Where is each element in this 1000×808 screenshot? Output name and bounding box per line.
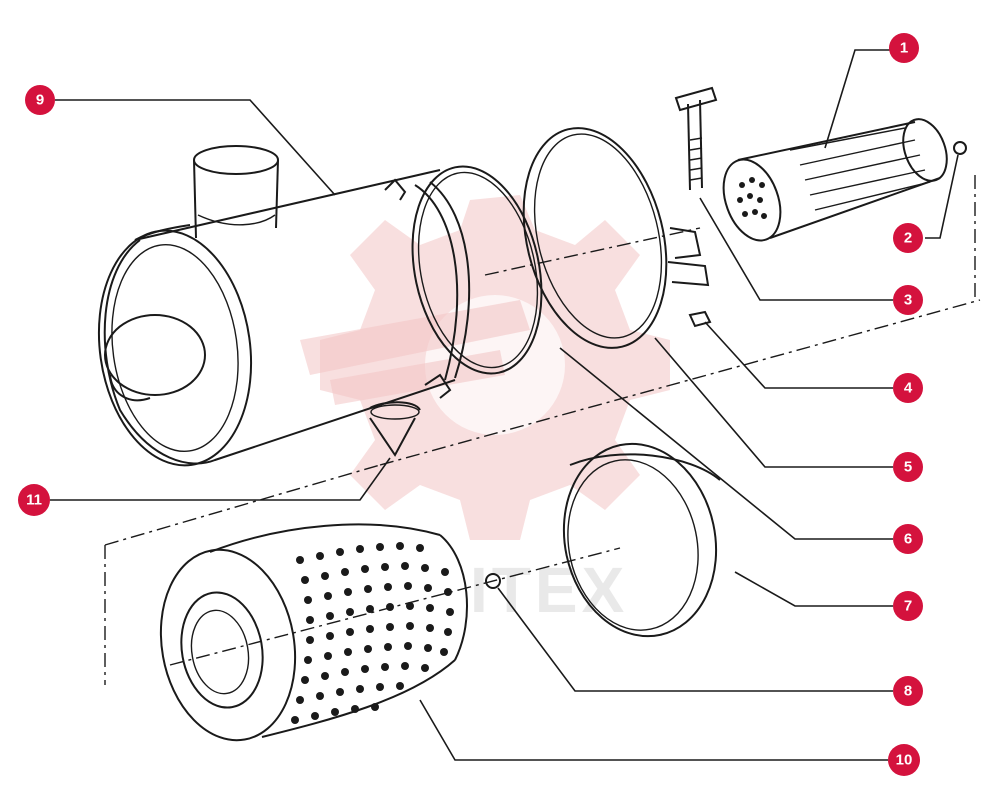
callout-3-label: 3 [904, 292, 912, 309]
callout-8-label: 8 [904, 683, 912, 700]
callout-4-label: 4 [904, 380, 913, 397]
watermark-logo: ITEX [300, 195, 670, 626]
callout-9: 9 [25, 85, 55, 115]
callout-10-label: 10 [896, 752, 913, 769]
callout-badges: 1 2 3 4 5 6 7 8 [18, 33, 923, 776]
callout-1-label: 1 [900, 40, 908, 57]
watermark-text: ITEX [470, 554, 628, 626]
gasket-ring [411, 165, 543, 375]
cartridge-end-holes [737, 177, 767, 219]
callout-2-label: 2 [904, 230, 912, 247]
callout-4: 4 [893, 373, 923, 403]
callout-2: 2 [893, 223, 923, 253]
main-filter-element [159, 523, 468, 742]
callout-10: 10 [888, 744, 920, 776]
callout-3: 3 [893, 285, 923, 315]
callout-5-label: 5 [904, 459, 912, 476]
filter-housing [97, 145, 471, 467]
callout-9-label: 9 [36, 92, 44, 109]
callout-5: 5 [893, 452, 923, 482]
callout-11-label: 11 [26, 492, 42, 509]
small-nut [953, 141, 967, 155]
leader-lines [50, 49, 959, 761]
nut [688, 310, 712, 328]
t-bolt [674, 86, 718, 191]
cover-ring [562, 442, 721, 638]
safety-cartridge [722, 118, 948, 242]
clamp-ring [522, 127, 710, 349]
filter-perforations [291, 542, 454, 724]
callout-6: 6 [893, 524, 923, 554]
callout-8: 8 [893, 676, 923, 706]
callout-7: 7 [893, 591, 923, 621]
callout-11: 11 [18, 484, 50, 516]
callout-1: 1 [889, 33, 919, 63]
callout-6-label: 6 [904, 531, 912, 548]
wing-nut [485, 573, 501, 589]
callout-7-label: 7 [904, 598, 912, 615]
